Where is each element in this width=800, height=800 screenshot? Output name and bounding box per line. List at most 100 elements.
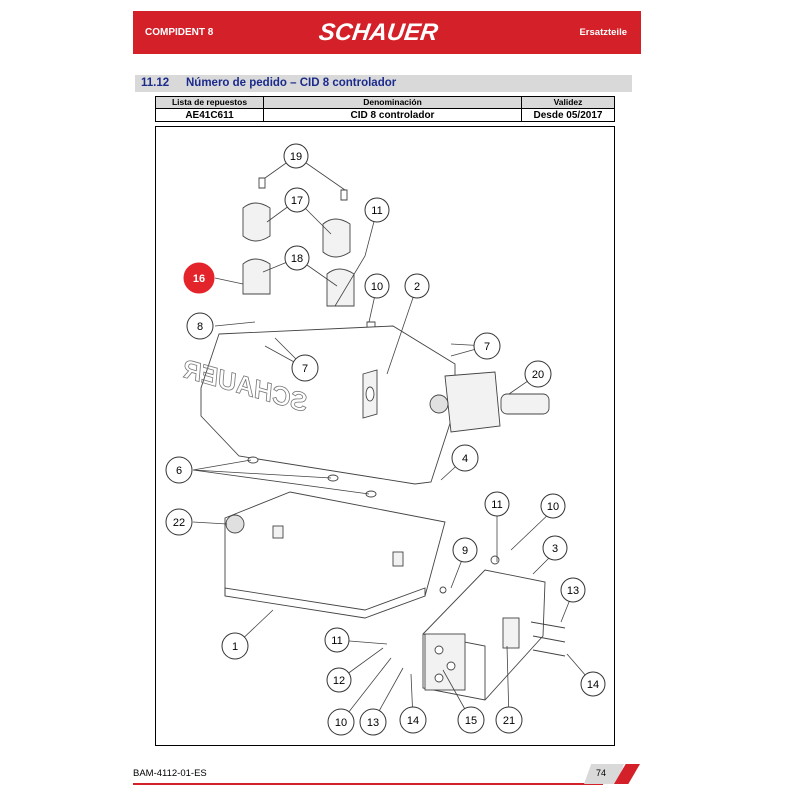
electronics-box [224,491,446,619]
svg-text:13: 13 [367,717,379,729]
callout-17: 17 [284,187,310,213]
svg-text:16: 16 [193,273,205,285]
header-validity: Validez [521,96,615,109]
valve-body [444,371,501,433]
clamp-left [242,258,271,295]
product-name: COMPIDENT 8 [145,27,214,38]
callout-11-mid: 11 [484,491,510,517]
section-title: Número de pedido – CID 8 controlador [186,77,397,89]
svg-text:10: 10 [547,501,559,513]
section-number: 11.12 [141,77,170,89]
panel-connector-c [434,673,444,683]
svg-text:10: 10 [371,281,383,293]
screw-19b [340,189,348,201]
category-label: Ersatzteile [579,27,627,38]
mounting-plate [200,325,456,485]
screw-13a [530,621,566,657]
connector-22 [225,514,245,534]
panel-connector-a [434,645,444,655]
callout-10-mid: 10 [540,493,566,519]
svg-text:13: 13 [567,585,579,597]
svg-text:11: 11 [371,205,382,217]
svg-text:9: 9 [462,545,468,557]
standoff-b [272,525,284,539]
svg-text:4: 4 [462,453,468,465]
callout-9: 9 [452,537,478,563]
svg-text:20: 20 [532,369,544,381]
callout-19: 19 [283,143,309,169]
callout-6: 6 [165,456,193,484]
svg-text:7: 7 [484,341,490,353]
callout-15: 15 [457,706,485,734]
svg-text:10: 10 [335,717,347,729]
electronics-box-edge [224,587,426,611]
parts-table: Lista de repuestos Denominación Validez … [155,96,615,122]
brand-logo: SCHAUER [317,19,440,46]
page-number-tab: 74 [584,764,624,784]
diagram-parts: SCHAUER [179,177,566,701]
standoff-a [392,551,404,567]
svg-text:17: 17 [291,195,303,207]
svg-text:15: 15 [465,715,477,727]
callout-11-low: 11 [324,627,350,653]
valve-cylinder [500,393,550,415]
clamp-right [326,268,355,307]
svg-text:6: 6 [176,465,182,477]
cell-designation: CID 8 controlador [263,108,522,122]
svg-text:12: 12 [333,675,345,687]
bracket-left [242,202,271,242]
svg-text:21: 21 [503,715,515,727]
callout-4: 4 [451,444,479,472]
plate-bracket-hole [365,386,375,402]
document-id: BAM-4112-01-ES [133,768,207,779]
controller-front-plate [424,633,466,691]
svg-text:18: 18 [291,253,303,265]
svg-text:1: 1 [232,641,238,653]
parts-table-header: Lista de repuestos Denominación Validez [155,96,615,109]
spacer-6a [247,456,259,464]
callout-13-low: 13 [359,708,387,736]
callout-2: 2 [404,273,430,299]
callout-7-left: 7 [291,354,319,382]
svg-text:14: 14 [407,715,419,727]
svg-text:7: 7 [302,363,308,375]
footer-rule [133,783,603,785]
callout-3: 3 [542,535,568,561]
callout-18: 18 [284,245,310,271]
callout-20: 20 [524,360,552,388]
header-parts-list: Lista de repuestos [155,96,264,109]
section-title-bar: 11.12 Número de pedido – CID 8 controlad… [135,75,632,92]
screw-9 [439,586,447,594]
bracket-right [322,218,351,258]
svg-text:8: 8 [197,321,203,333]
exploded-view-diagram: SCHAUER [165,143,606,736]
callout-10-low: 10 [327,708,355,736]
callouts: 19 17 11 16 18 10 2 8 7 7 20 6 4 22 11 1… [165,143,606,736]
cell-parts-list: AE41C611 [155,108,264,122]
callout-14-low: 14 [399,706,427,734]
callout-10-top: 10 [364,273,390,299]
callout-7-right: 7 [473,332,501,360]
callout-1: 1 [221,632,249,660]
svg-text:3: 3 [552,543,558,555]
svg-text:2: 2 [414,281,420,293]
screw-19a [258,177,266,189]
svg-text:11: 11 [331,635,342,647]
callout-11-top: 11 [364,197,390,223]
header-designation: Denominación [263,96,522,109]
cell-validity: Desde 05/2017 [521,108,615,122]
valve-knob [429,394,449,414]
callout-22: 22 [165,508,193,536]
side-plate-21 [502,617,520,649]
table-row: AE41C611 CID 8 controlador Desde 05/2017 [155,108,615,122]
nut-11b [490,555,500,565]
callout-13-right: 13 [560,577,586,603]
callout-14-right: 14 [580,671,606,697]
svg-text:14: 14 [587,679,599,691]
svg-text:19: 19 [290,151,302,163]
callout-12: 12 [326,667,352,693]
diagram-frame [155,126,615,746]
panel-connector-b [446,661,456,671]
svg-text:22: 22 [173,517,185,529]
callout-8: 8 [186,312,214,340]
